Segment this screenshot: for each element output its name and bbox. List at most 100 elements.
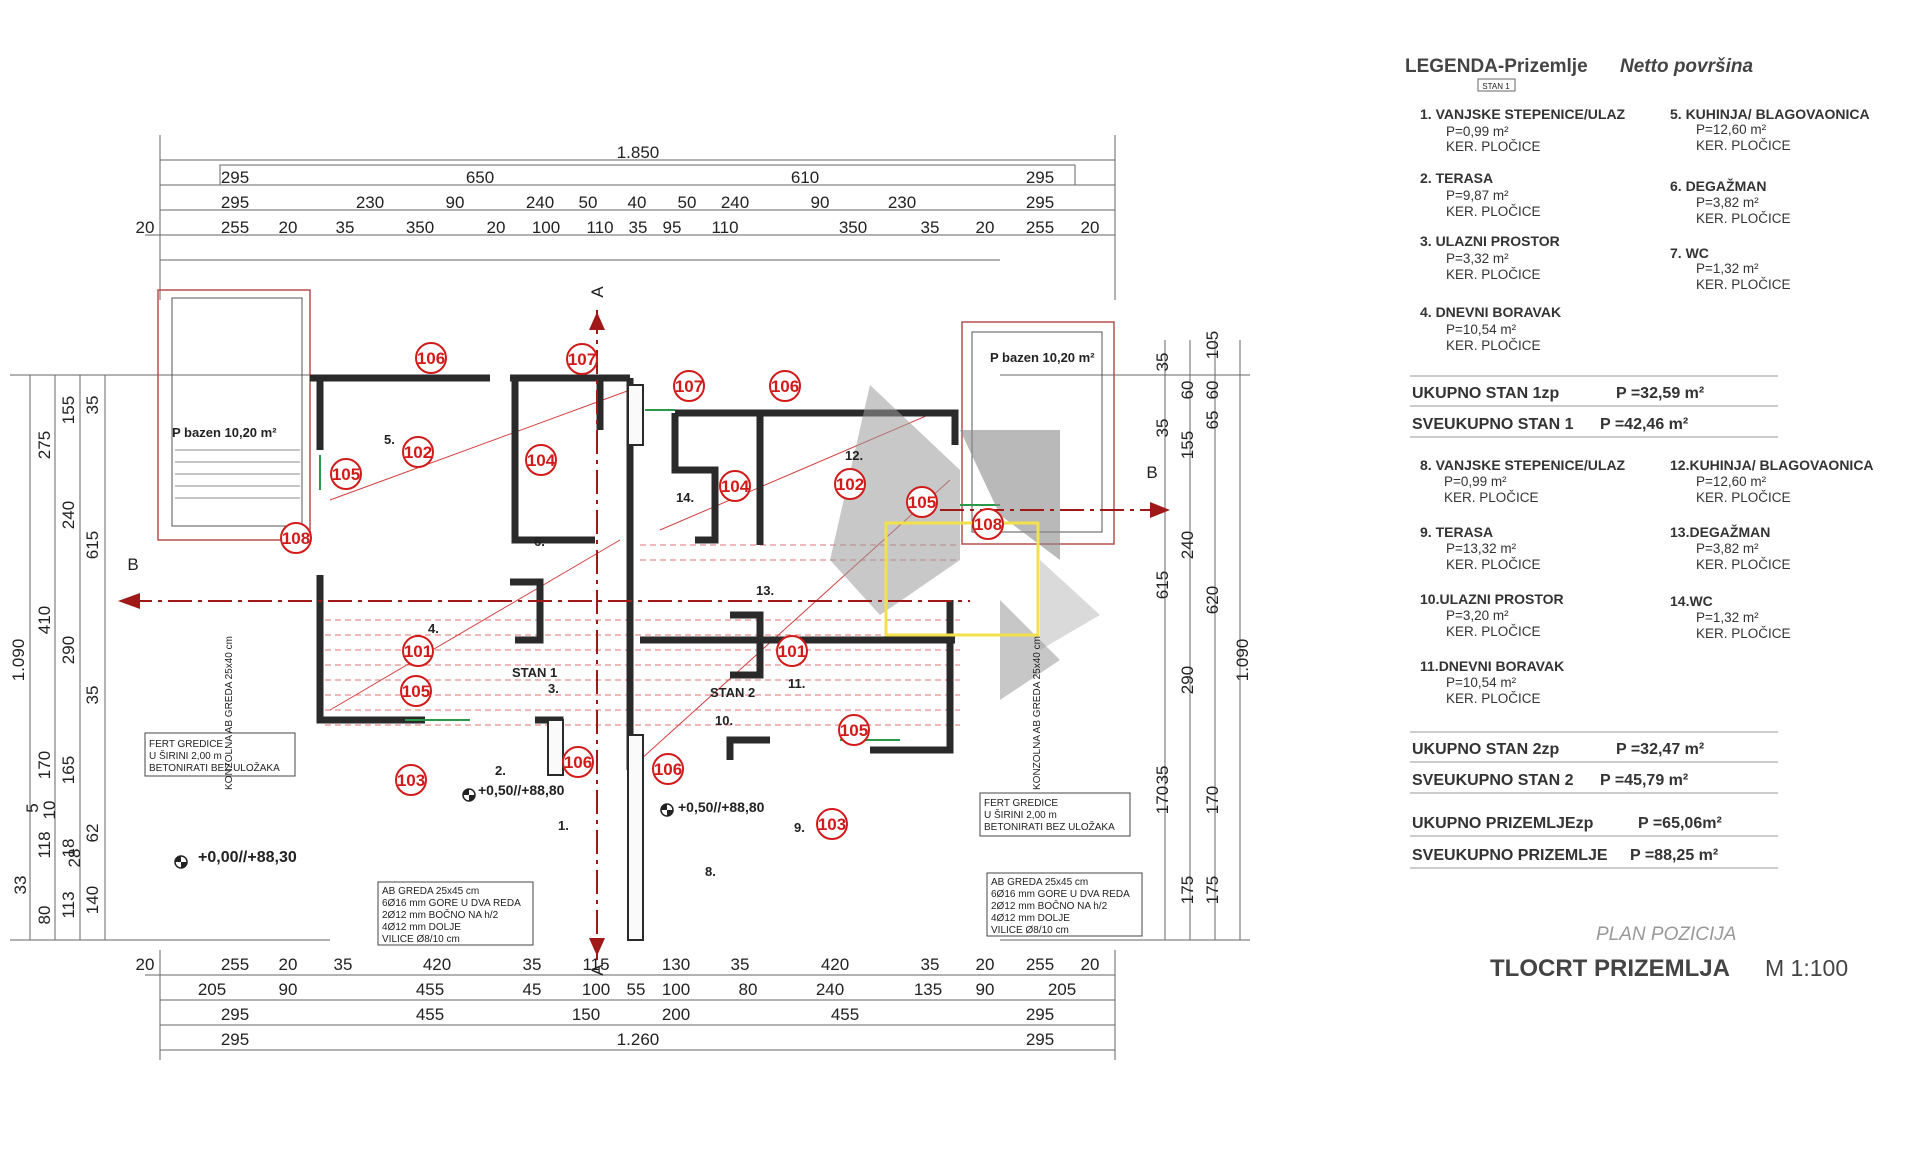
svg-text:295: 295 (221, 1005, 249, 1024)
svg-text:10.: 10. (715, 713, 733, 728)
svg-text:255: 255 (1026, 955, 1054, 974)
svg-text:2Ø12 mm BOČNO NA h/2: 2Ø12 mm BOČNO NA h/2 (382, 908, 499, 921)
dim-top-row3: 295 230 90 240 50 40 50 240 90 230 295 (221, 193, 1054, 212)
svg-text:170: 170 (1153, 786, 1172, 814)
svg-text:105: 105 (840, 721, 868, 740)
legend-subtitle: Netto površina (1620, 56, 1753, 77)
svg-text:7. WC: 7. WC (1670, 245, 1709, 261)
svg-text:20: 20 (1081, 218, 1100, 237)
note-fert-left: FERT GREDICE U ŠIRINI 2,00 m BETONIRATI … (144, 732, 296, 777)
dim-bottom-row3: 295 455 150 200 455 295 (221, 1005, 1054, 1024)
legend-stan2-left: 8. VANJSKE STEPENICE/ULAZ P=0,99 m² KER.… (1420, 457, 1626, 706)
svg-text:P=12,60 m²: P=12,60 m² (1696, 474, 1767, 489)
dim-bottom-row2: 205 90 455 45 100 55 100 80 240 135 90 2… (198, 980, 1076, 999)
section-arrow-a-top (589, 312, 605, 330)
svg-text:P=12,60 m²: P=12,60 m² (1696, 122, 1767, 137)
svg-text:295: 295 (1026, 1005, 1054, 1024)
svg-text:45: 45 (523, 980, 542, 999)
svg-text:10.ULAZNI PROSTOR: 10.ULAZNI PROSTOR (1420, 591, 1564, 607)
section-arrow-b-right (1150, 502, 1170, 518)
svg-text:105: 105 (402, 682, 430, 701)
dimension-lines-sides (10, 340, 1250, 941)
svg-text:AB GREDA 25x45 cm: AB GREDA 25x45 cm (382, 886, 479, 897)
svg-text:P=3,32 m²: P=3,32 m² (1446, 251, 1509, 266)
svg-text:KER. PLOČICE: KER. PLOČICE (1696, 138, 1791, 153)
svg-text:11.DNEVNI BORAVAK: 11.DNEVNI BORAVAK (1420, 658, 1564, 674)
svg-text:11.: 11. (788, 676, 805, 691)
svg-text:108: 108 (282, 529, 310, 548)
svg-text:20: 20 (1081, 955, 1100, 974)
highlight-rectangle (884, 521, 1040, 637)
svg-text:KER. PLOČICE: KER. PLOČICE (1446, 267, 1541, 282)
svg-text:100: 100 (582, 980, 610, 999)
note-fert-right: FERT GREDICE U ŠIRINI 2,00 m BETONIRATI … (979, 792, 1131, 837)
total-prizemlje-zp-value: P =65,06m² (1638, 815, 1722, 832)
svg-text:108: 108 (974, 515, 1002, 534)
svg-text:20: 20 (487, 218, 506, 237)
svg-text:240: 240 (1178, 531, 1197, 559)
svg-text:60: 60 (1178, 381, 1197, 400)
dimension-lines-top (145, 135, 1116, 300)
svg-text:140: 140 (83, 886, 102, 914)
svg-text:455: 455 (416, 980, 444, 999)
svg-text:U ŠIRINI 2,00 m: U ŠIRINI 2,00 m (149, 749, 222, 762)
svg-text:35: 35 (83, 686, 102, 705)
section-label-a-bottom: A (588, 964, 607, 976)
svg-text:FERT GREDICE: FERT GREDICE (149, 739, 223, 750)
dim-top-row2: 295 650 610 295 (221, 168, 1054, 187)
svg-text:410: 410 (35, 606, 54, 634)
svg-text:KER. PLOČICE: KER. PLOČICE (1446, 557, 1541, 572)
svg-text:165: 165 (59, 756, 78, 784)
svg-text:240: 240 (816, 980, 844, 999)
svg-text:118: 118 (35, 831, 54, 858)
svg-text:295: 295 (1026, 1030, 1054, 1049)
svg-text:113: 113 (59, 891, 78, 918)
svg-text:175: 175 (1203, 876, 1222, 904)
svg-text:275: 275 (35, 431, 54, 459)
svg-text:90: 90 (811, 193, 830, 212)
svg-text:102: 102 (404, 443, 432, 462)
svg-text:106: 106 (564, 753, 592, 772)
svg-text:P=1,32 m²: P=1,32 m² (1696, 610, 1759, 625)
door-tags: 101 101 102 102 103 103 104 104 105 105 … (280, 342, 1004, 840)
svg-text:4Ø12 mm DOLJE: 4Ø12 mm DOLJE (382, 922, 461, 933)
svg-text:BETONIRATI BEZ ULOŽAKA: BETONIRATI BEZ ULOŽAKA (149, 761, 280, 774)
svg-text:295: 295 (1026, 193, 1054, 212)
svg-text:110: 110 (711, 218, 738, 237)
total-stan1-value: P =42,46 m² (1600, 416, 1688, 433)
svg-text:650: 650 (466, 168, 494, 187)
svg-text:62: 62 (83, 824, 102, 843)
svg-text:20: 20 (136, 955, 155, 974)
svg-text:P=3,82 m²: P=3,82 m² (1696, 541, 1759, 556)
svg-text:295: 295 (1026, 168, 1054, 187)
svg-text:50: 50 (579, 193, 598, 212)
svg-text:290: 290 (1178, 666, 1197, 694)
svg-text:110: 110 (586, 218, 613, 237)
svg-text:170: 170 (35, 751, 54, 779)
svg-text:240: 240 (526, 193, 554, 212)
dim-bottom-row1: 20 255 20 35 420 35 115 130 35 420 35 20… (136, 955, 1100, 974)
svg-text:13.DEGAŽMAN: 13.DEGAŽMAN (1670, 523, 1770, 540)
svg-text:135: 135 (914, 980, 942, 999)
svg-text:9.: 9. (794, 820, 805, 835)
svg-text:KER. PLOČICE: KER. PLOČICE (1446, 691, 1541, 706)
svg-text:90: 90 (279, 980, 298, 999)
svg-text:14.WC: 14.WC (1670, 593, 1713, 609)
svg-text:255: 255 (221, 218, 249, 237)
svg-text:205: 205 (1048, 980, 1076, 999)
svg-text:150: 150 (572, 1005, 600, 1024)
svg-text:290: 290 (59, 636, 78, 664)
svg-text:12.KUHINJA/ BLAGOVAONICA: 12.KUHINJA/ BLAGOVAONICA (1670, 457, 1874, 473)
svg-text:155: 155 (59, 396, 78, 424)
svg-text:5: 5 (23, 803, 42, 812)
plan-pozicija-label: PLAN POZICIJA (1596, 924, 1736, 945)
note-konzolna-left: KONZOLNA AB GREDA 25x40 cm (224, 636, 235, 790)
section-arrow-a-bottom (589, 938, 605, 956)
total-prizemlje-label: SVEUKUPNO PRIZEMLJE (1412, 847, 1608, 864)
legend-title: LEGENDA-Prizemlje (1405, 56, 1588, 77)
svg-text:P=0,99 m²: P=0,99 m² (1444, 474, 1507, 489)
svg-text:105: 105 (1203, 331, 1222, 359)
svg-text:101: 101 (404, 642, 432, 661)
svg-text:KER. PLOČICE: KER. PLOČICE (1446, 204, 1541, 219)
svg-text:255: 255 (1026, 218, 1054, 237)
